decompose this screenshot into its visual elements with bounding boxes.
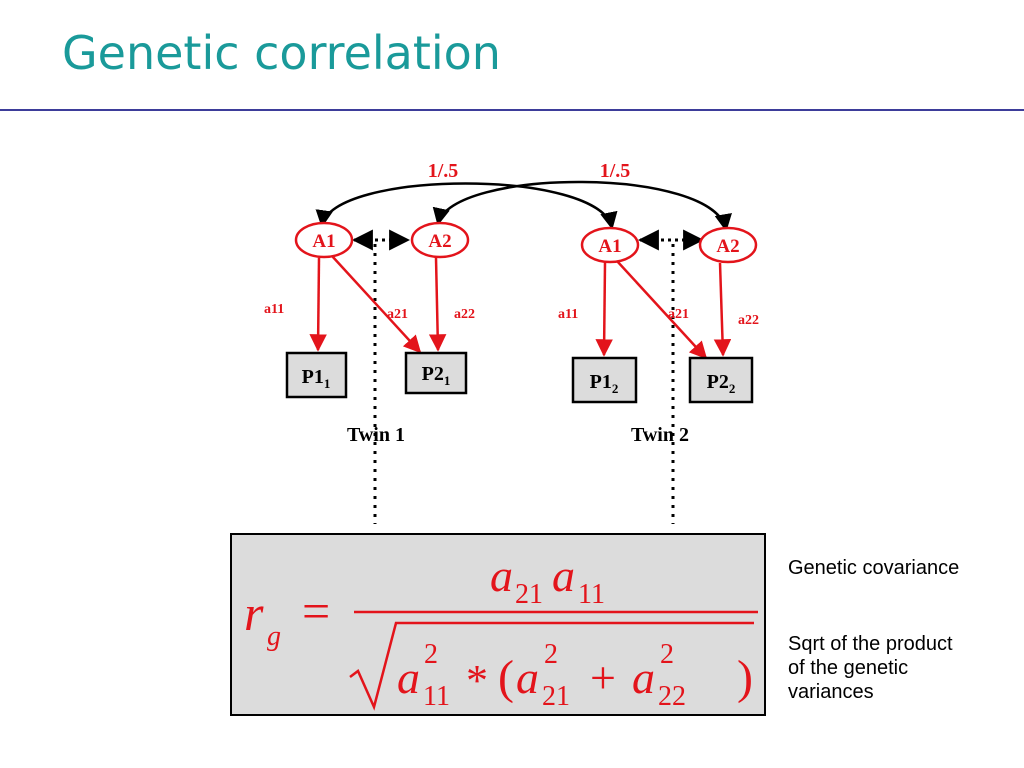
twin1-a1-node — [294, 221, 354, 259]
twin2-path-label-a21: a21 — [668, 307, 689, 322]
twin2-a1-node — [580, 226, 640, 264]
radical-sign — [349, 621, 754, 711]
twin2-a2-node — [698, 226, 758, 264]
denom-a11-base: a — [397, 652, 420, 703]
twin1-a2-label: A2 — [428, 231, 451, 252]
denom-lparen: ( — [498, 651, 514, 704]
twin2-path-label-a11: a11 — [558, 307, 578, 322]
twin2-label: Twin 2 — [631, 424, 689, 446]
denom-times: * — [466, 656, 488, 705]
twin2-path-a11 — [595, 262, 613, 357]
twin2-a2-label: A2 — [716, 236, 739, 257]
denom-a22-sub: 22 — [658, 681, 686, 712]
correlation-label-a2: 1/.5 — [600, 160, 631, 182]
correlation-label-a1: 1/.5 — [428, 160, 459, 182]
formula-box: r g = a 21 a 11 a 2 11 * ( a 2 21 + a 2 … — [230, 533, 766, 716]
formula-svg: r g = a 21 a 11 a 2 11 * ( a 2 21 + a 2 … — [244, 550, 758, 712]
denom-a22-sup: 2 — [660, 639, 674, 670]
denom-a21-sup: 2 — [544, 639, 558, 670]
denom-a21-base: a — [516, 652, 539, 703]
twin1-path-a11 — [309, 257, 327, 352]
denom-a21-sub: 21 — [542, 681, 570, 712]
twin1-p2-box — [404, 351, 468, 395]
numerator-a11-base: a — [552, 550, 575, 601]
correlation-arc-a1 — [315, 182, 618, 230]
twin2-path-a22 — [713, 262, 732, 357]
twin1-path-a22 — [428, 257, 447, 352]
numerator-a21-sub: 21 — [515, 579, 543, 610]
numerator-a21-base: a — [490, 550, 513, 601]
denominator-note: Sqrt of the product of the genetic varia… — [788, 632, 953, 704]
twin2-p1-box — [571, 356, 638, 404]
denom-a11-sub: 11 — [423, 681, 450, 712]
slide-title: Genetic correlation — [62, 26, 501, 80]
numerator-note: Genetic covariance — [788, 557, 960, 579]
twin1-p2-label: P21 — [422, 363, 451, 388]
formula-lhs: r — [244, 585, 264, 641]
title-divider — [0, 109, 1024, 111]
numerator-a11-sub: 11 — [578, 579, 605, 610]
denominator-note-line: of the genetic — [788, 657, 909, 679]
denominator-note-line: Sqrt of the product — [788, 633, 953, 655]
twin1-p1-label: P11 — [302, 366, 331, 391]
formula-equals: = — [302, 583, 330, 639]
twin2-p2-box — [688, 356, 754, 404]
twin2-p1-label: P12 — [590, 371, 619, 396]
denom-a22-base: a — [632, 652, 655, 703]
denom-rparen: ) — [737, 651, 753, 704]
correlation-arc-a2 — [432, 180, 732, 232]
twin1-path-label-a11: a11 — [264, 302, 284, 317]
twin1-path-label-a22: a22 — [454, 307, 475, 322]
twin1-p1-box — [285, 351, 348, 399]
denom-plus: + — [590, 652, 616, 703]
twin1-label: Twin 1 — [347, 424, 405, 446]
twin1-a2-node — [410, 221, 470, 259]
twin2-path-label-a22: a22 — [738, 313, 759, 328]
denom-a11-sup: 2 — [424, 639, 438, 670]
twin2-path-a21 — [616, 260, 708, 360]
twin1-a1-label: A1 — [312, 231, 335, 252]
twin2-a1-label: A1 — [598, 236, 621, 257]
formula-lhs-sub: g — [267, 621, 281, 652]
denominator-note-line: variances — [788, 681, 874, 703]
twin2-p2-label: P22 — [707, 371, 736, 396]
twin1-path-a21 — [331, 255, 422, 354]
twin1-path-label-a21: a21 — [387, 307, 408, 322]
